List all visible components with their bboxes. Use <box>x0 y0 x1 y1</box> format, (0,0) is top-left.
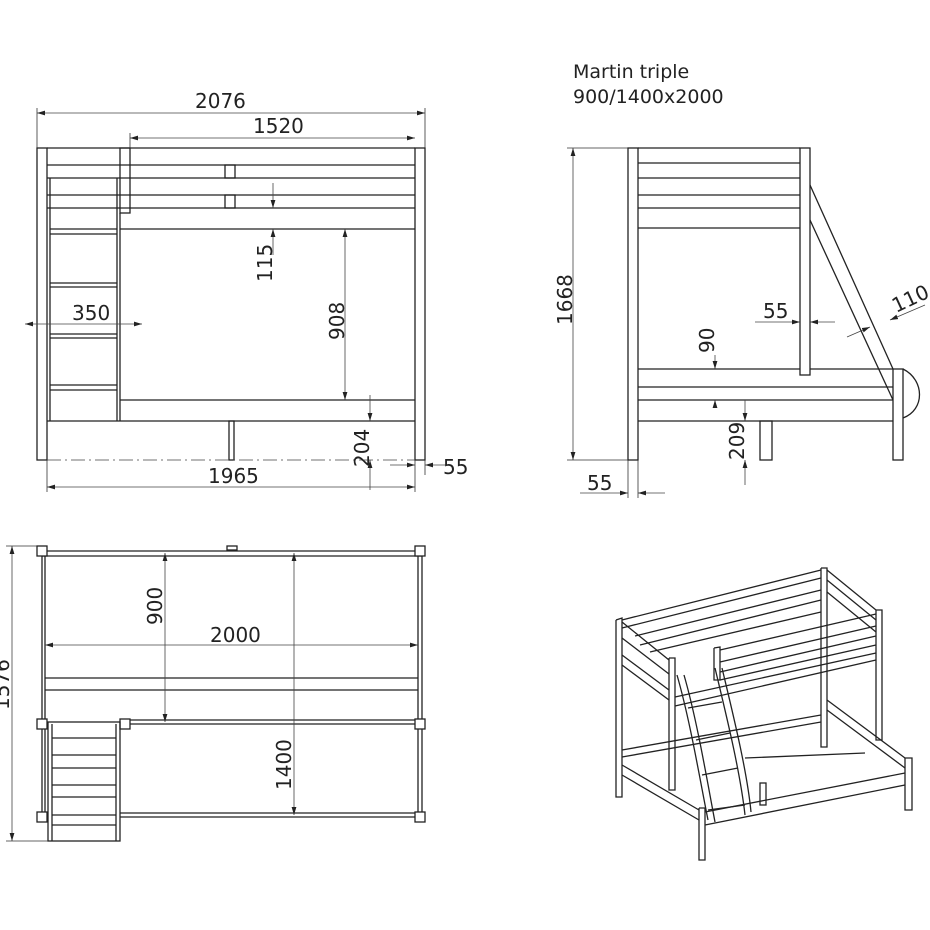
dim-overall-depth: 1576 <box>0 659 14 710</box>
dim-ladder-width-side: 110 <box>888 280 930 318</box>
dim-length: 2000 <box>210 623 261 647</box>
dim-post-width: 55 <box>443 455 468 479</box>
dim-upper-clearance: 908 <box>325 302 349 340</box>
front-view: 2076 1520 115 908 204 350 1965 55 <box>25 89 468 492</box>
dim-upper-width: 900 <box>143 587 167 625</box>
product-name: Martin triple <box>573 61 689 83</box>
dim-overall-height: 1668 <box>553 274 577 325</box>
product-size: 900/1400x2000 <box>573 86 724 108</box>
dim-post-width-side: 55 <box>587 471 612 495</box>
dim-upper-post: 55 <box>763 299 788 323</box>
dim-lower-width: 1400 <box>272 739 296 790</box>
side-view: 1668 55 110 90 209 55 <box>553 147 930 498</box>
dim-rail-gap-side: 90 <box>695 328 719 353</box>
dim-inner-length: 1965 <box>208 464 259 488</box>
top-view: 900 2000 1400 1576 <box>0 545 426 842</box>
isometric-view <box>615 567 913 861</box>
dim-overall-width: 2076 <box>195 89 246 113</box>
dim-top-bunk-length: 1520 <box>253 114 304 138</box>
dim-lower-height-side: 209 <box>725 422 749 460</box>
dim-lower-height: 204 <box>350 429 374 467</box>
dim-ladder-width: 350 <box>72 301 110 325</box>
dim-rail-gap: 115 <box>253 244 277 282</box>
